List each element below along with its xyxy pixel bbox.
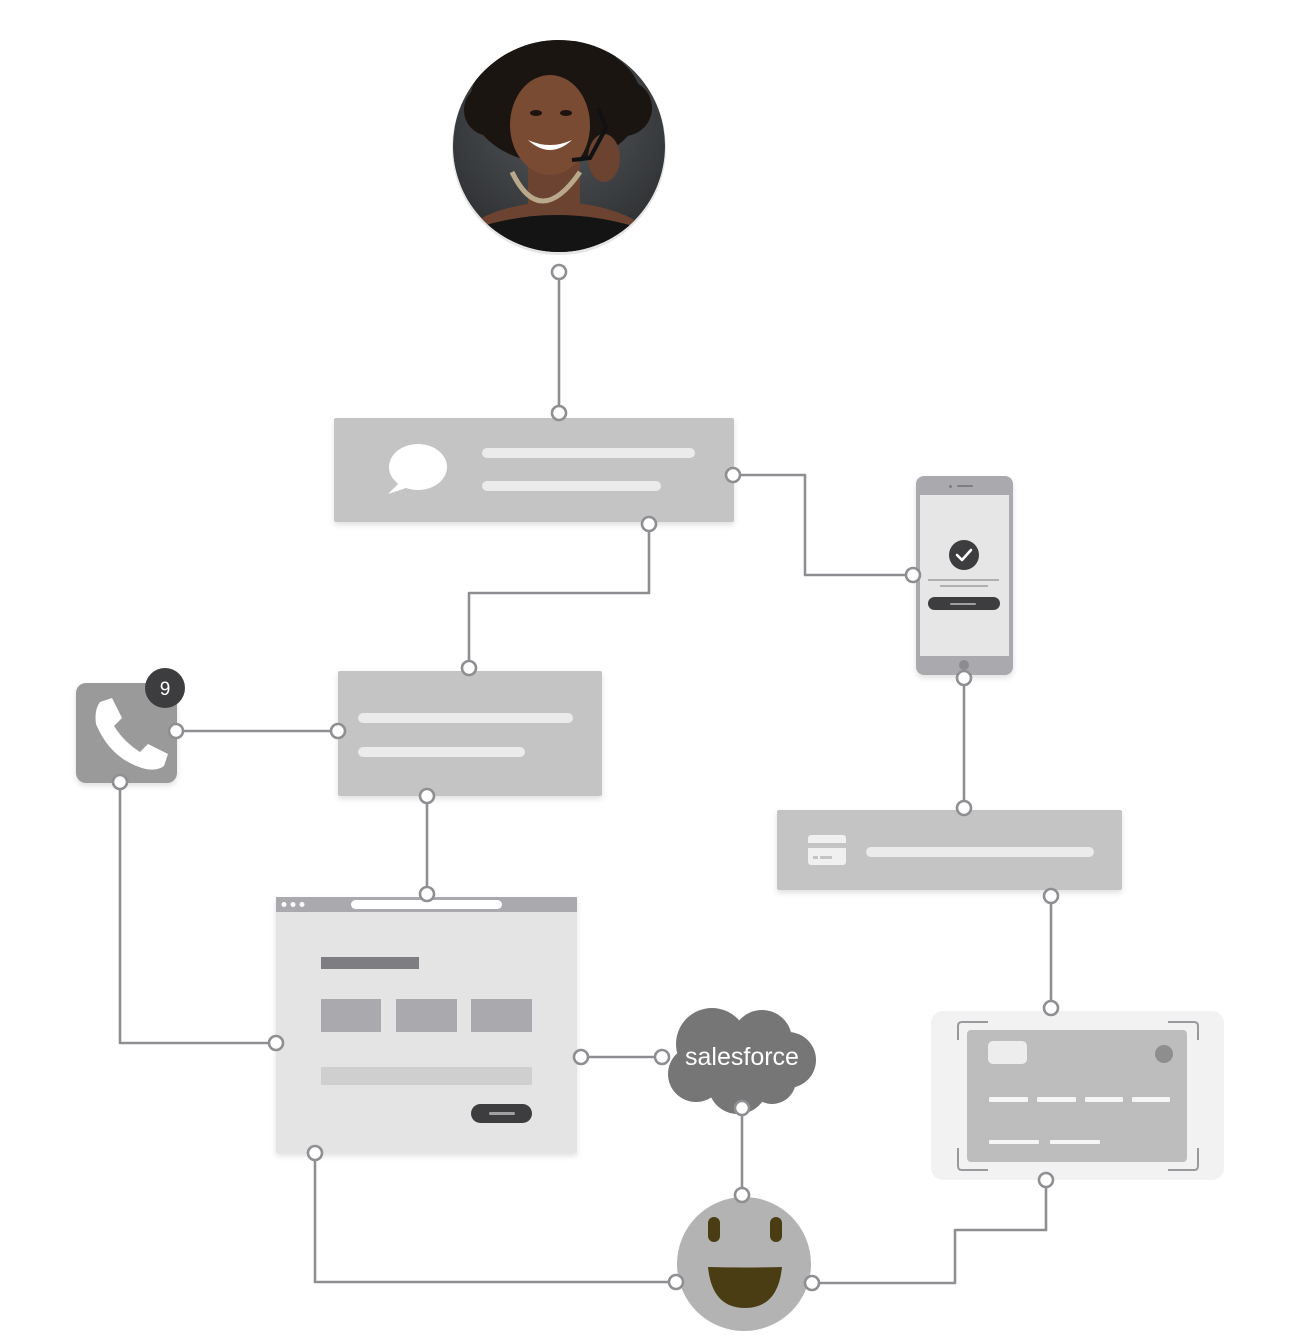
chat-text-line — [482, 481, 661, 491]
info-text-line — [358, 713, 573, 723]
salesforce-label: salesforce — [685, 1043, 799, 1071]
address-bar — [351, 900, 502, 909]
phone-tile-port-right — [167, 722, 185, 740]
chat-text-line — [482, 448, 695, 458]
info-text-line — [358, 747, 525, 757]
avatar-port-bottom — [550, 263, 568, 281]
phone-port-bottom — [955, 669, 973, 687]
salesforce-port-bottom — [733, 1099, 751, 1117]
content-block — [396, 999, 457, 1032]
smiley-port-left — [667, 1273, 685, 1291]
content-block — [321, 999, 381, 1032]
chat-message-card — [334, 418, 734, 522]
payment-card-port-bottom — [1042, 887, 1060, 905]
notification-count: 9 — [160, 679, 171, 700]
browser-port-top — [418, 885, 436, 903]
agent-avatar — [452, 40, 666, 255]
smiley-face-icon — [677, 1197, 811, 1331]
info-card — [338, 671, 602, 796]
phone-port-left — [904, 566, 922, 584]
browser-port-left — [267, 1034, 285, 1052]
phone-icon — [95, 698, 168, 770]
phone-tile-port-bottom — [111, 773, 129, 791]
info-card-port-top — [460, 659, 478, 677]
payment-text-line — [866, 847, 1094, 857]
chat-card-port-bottom — [640, 515, 658, 533]
scan-panel-port-top — [1042, 999, 1060, 1017]
phone-call-tile: 9 — [76, 668, 185, 783]
payment-card-port-top — [955, 799, 973, 817]
info-card-port-left — [329, 722, 347, 740]
payment-card — [777, 810, 1122, 890]
form-field-bar — [321, 1067, 532, 1085]
chat-card-port-top — [550, 404, 568, 422]
salesforce-port-left — [653, 1048, 671, 1066]
chat-card-port-right — [724, 466, 742, 484]
chat-bubble-icon — [388, 444, 447, 494]
notification-badge — [145, 668, 185, 708]
page-heading-bar — [321, 957, 419, 969]
scan-panel-port-bottom — [1037, 1171, 1055, 1189]
connector-wires — [118, 272, 1053, 1285]
smartphone-icon — [916, 476, 1013, 675]
salesforce-cloud-logo: salesforce — [668, 1008, 816, 1114]
smiley-port-top — [733, 1186, 751, 1204]
browser-port-right — [572, 1048, 590, 1066]
card-chip — [988, 1041, 1027, 1064]
browser-window — [276, 897, 577, 1153]
browser-port-bottom — [306, 1144, 324, 1162]
smiley-port-right — [803, 1274, 821, 1292]
credit-card-icon — [808, 835, 846, 865]
content-block — [471, 999, 532, 1032]
card-scan-panel — [931, 1011, 1224, 1180]
info-card-port-bottom — [418, 787, 436, 805]
checkmark-icon — [949, 540, 979, 570]
